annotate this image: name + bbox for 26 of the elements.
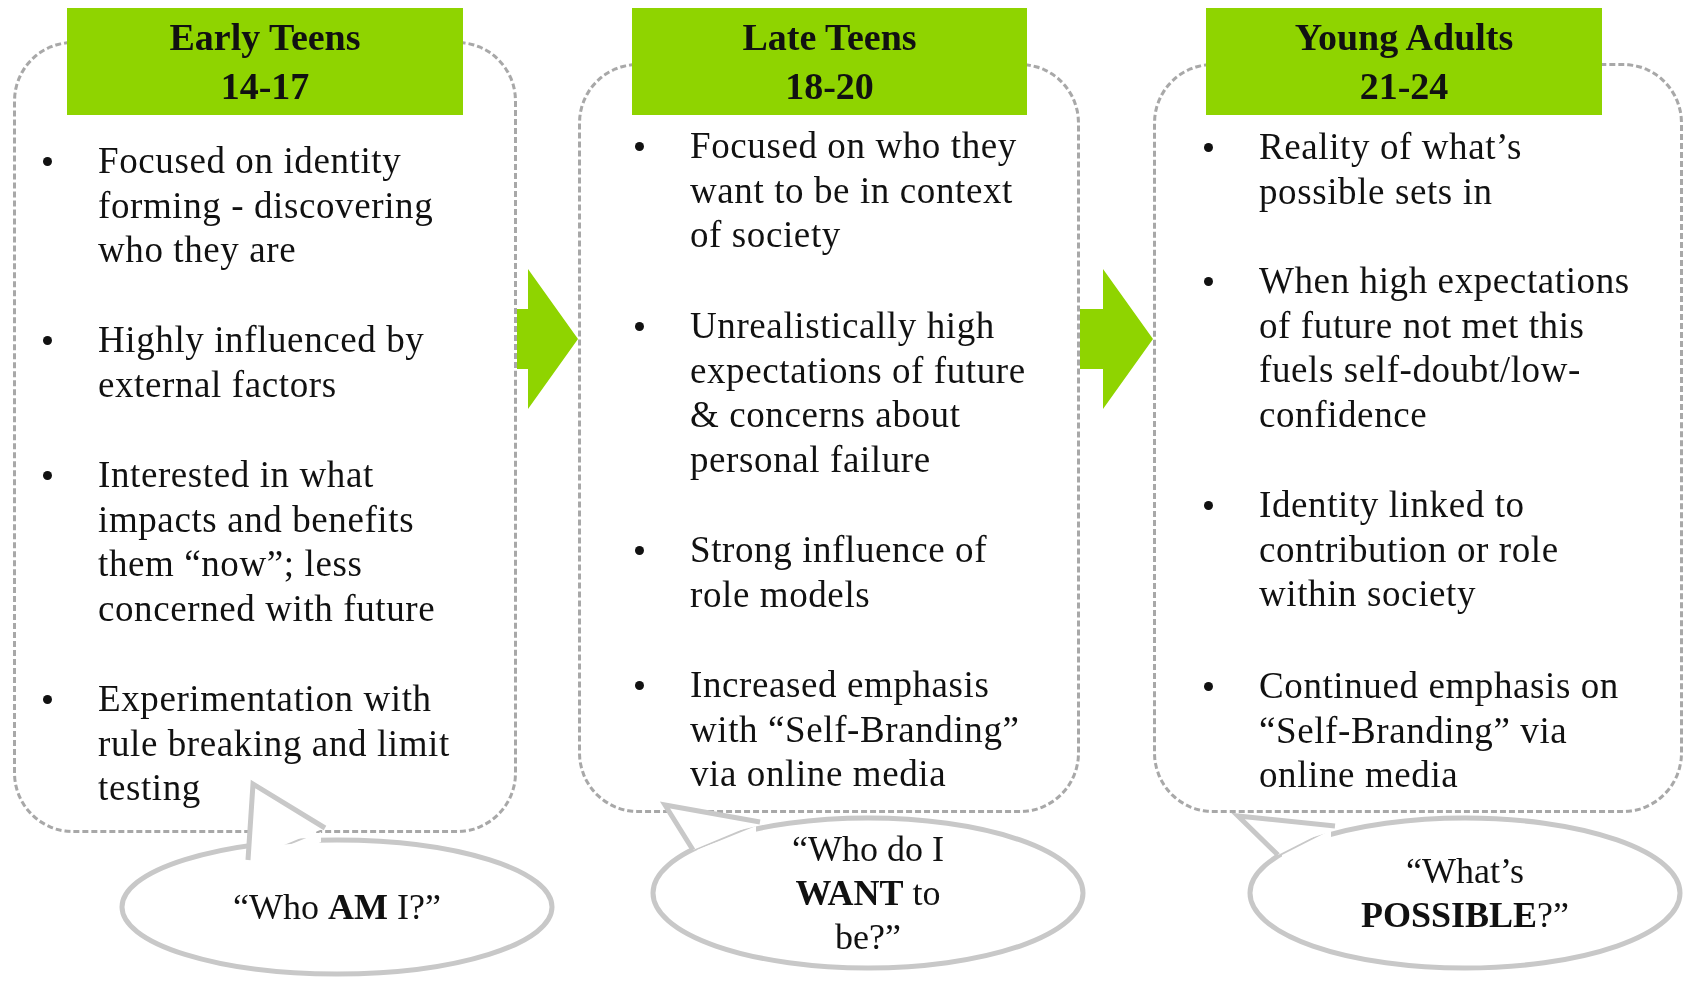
bullet-text: Highly influenced by external factors bbox=[98, 318, 426, 407]
block-arrow bbox=[517, 269, 578, 409]
block-arrow bbox=[1080, 269, 1153, 409]
header-text: Early Teens bbox=[169, 14, 361, 60]
header-text: Late Teens bbox=[742, 14, 917, 60]
bullet-text: Continued emphasis on “Self-Branding” via online media bbox=[1259, 664, 1620, 798]
bullet-text: Unrealistically high expectations of future & concerns about personal failure bbox=[690, 304, 1027, 483]
bullet-text: Reality of what’s possible sets in bbox=[1259, 125, 1523, 214]
header-text: 18-20 bbox=[785, 63, 874, 109]
bullet-text: When high expectations of future not met this fuels self-doubt/low-confidence bbox=[1259, 259, 1631, 438]
bullet-text: Increased emphasis with “Self-Branding” via online media bbox=[690, 663, 1021, 797]
bullet-text: Identity linked to contribution or role within society bbox=[1259, 483, 1560, 617]
bullet-text: Strong influence of role models bbox=[690, 528, 989, 617]
bullet-text: Focused on who they want to be in context of society bbox=[690, 124, 1018, 258]
header-text: Young Adults bbox=[1294, 14, 1514, 60]
speech-text: “Who do I WANT to be?” bbox=[791, 828, 945, 959]
header-text: 21-24 bbox=[1359, 63, 1449, 109]
bullet-text: Experimentation with rule breaking and limit testing bbox=[98, 677, 451, 811]
bullet-text: Focused on identity forming - discovering who they are bbox=[98, 139, 435, 273]
header-text: 14-17 bbox=[220, 63, 310, 109]
header-banner bbox=[632, 8, 1027, 115]
header-banner bbox=[67, 8, 463, 115]
header-banner bbox=[1206, 8, 1602, 115]
speech-text: “What’s POSSIBLE?” bbox=[1359, 850, 1571, 937]
bullet-text: Interested in what impacts and benefits them “now”; less concerned with future bbox=[98, 453, 437, 632]
speech-text: “Who AM I?” bbox=[232, 886, 442, 929]
